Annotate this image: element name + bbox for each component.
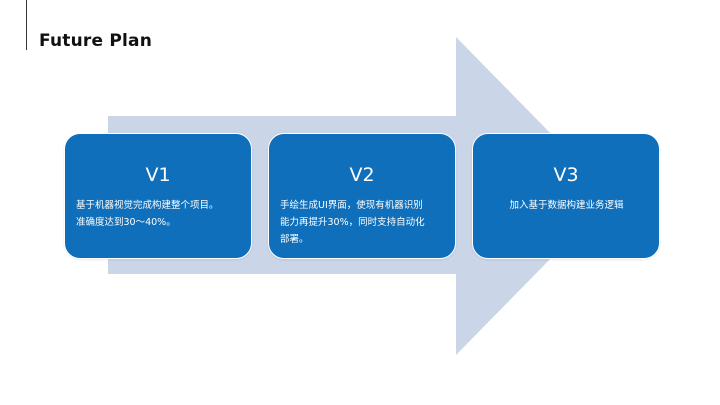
header-divider-line: [26, 0, 27, 50]
plan-card-v1-title: V1: [145, 164, 171, 186]
plan-card-v2: V2 手绘生成UI界面，使现有机器识别 能力再提升30%，同时支持自动化 部署。: [268, 133, 456, 259]
plan-card-v3-title: V3: [553, 164, 579, 186]
plan-card-v3-description: 加入基于数据构建业务逻辑: [509, 200, 624, 211]
plan-card-v2-description: 手绘生成UI界面，使现有机器识别 能力再提升30%，同时支持自动化 部署。: [280, 200, 425, 245]
plan-card-v1: V1 基于机器视觉完成构建整个项目。 准确度达到30～40%。: [64, 133, 252, 259]
plan-card-v2-title: V2: [349, 164, 375, 186]
page-title: Future Plan: [39, 31, 152, 51]
plan-card-v3: V3 加入基于数据构建业务逻辑: [472, 133, 660, 259]
plan-card-v1-description: 基于机器视觉完成构建整个项目。 准确度达到30～40%。: [76, 200, 219, 228]
